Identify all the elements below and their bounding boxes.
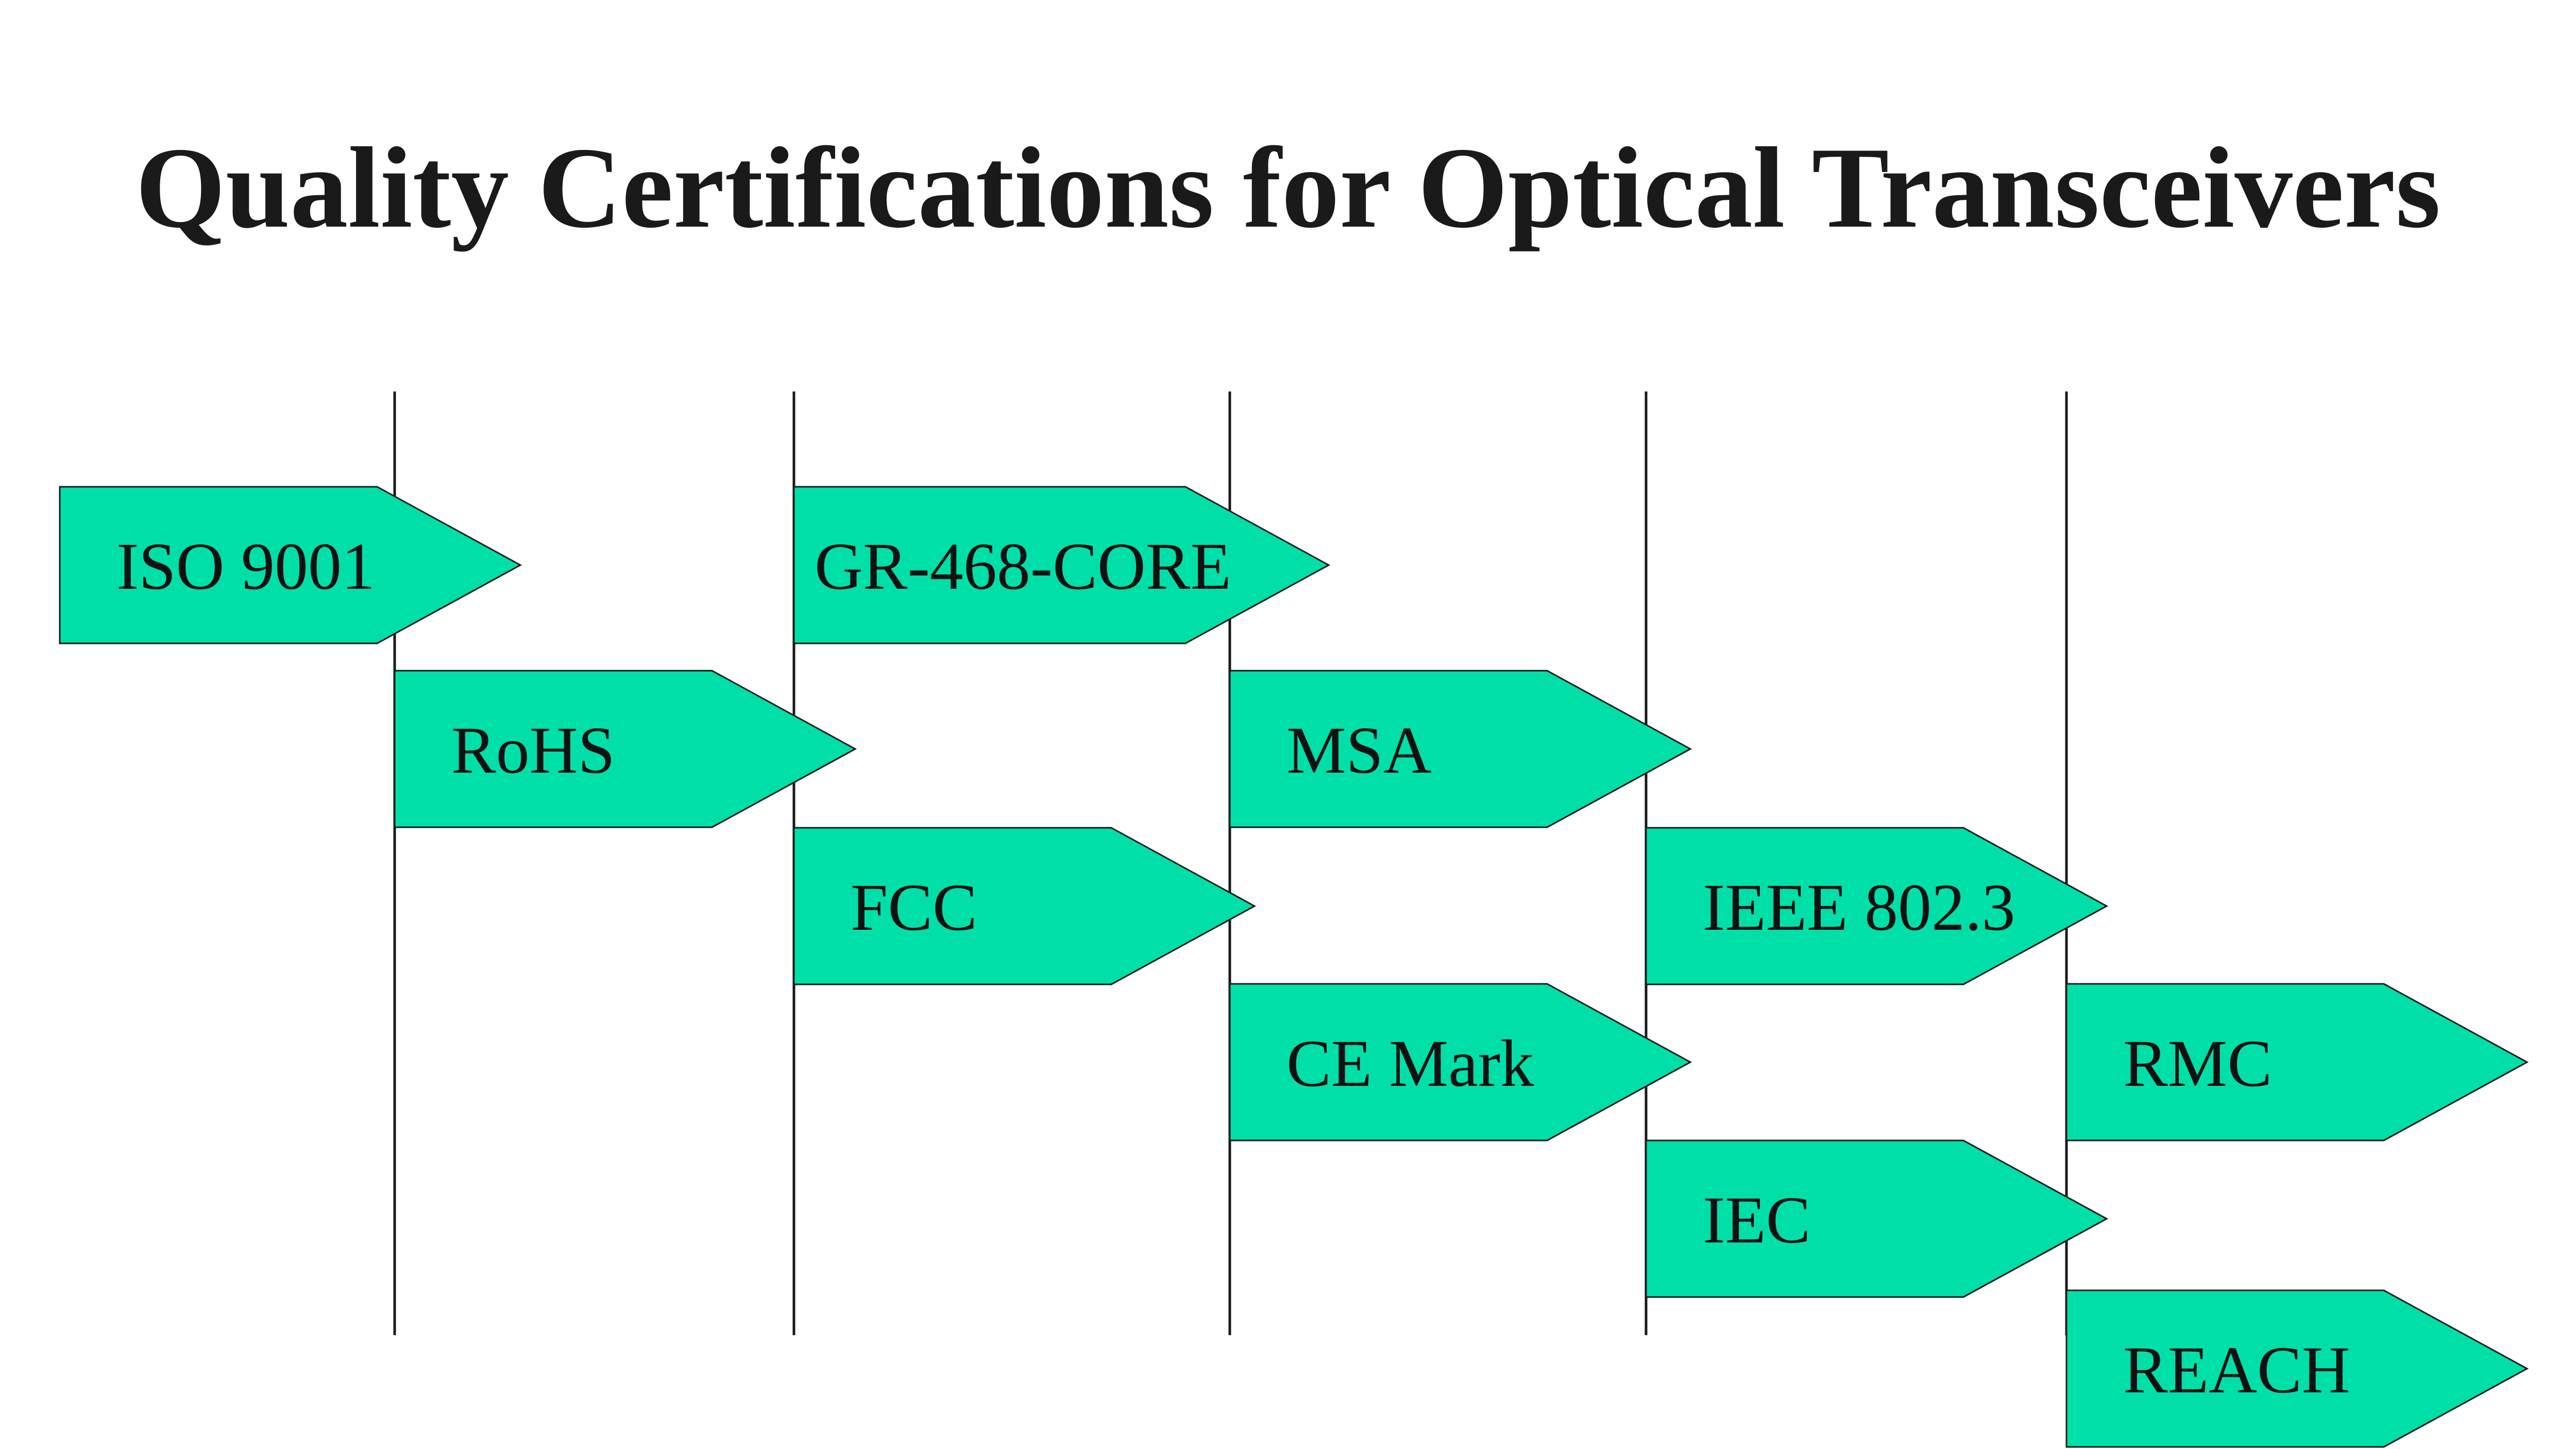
certification-arrow: RMC — [2065, 983, 2529, 1141]
arrow-shape — [59, 486, 522, 644]
arrow-shape — [2065, 1289, 2529, 1448]
arrow-shape — [793, 486, 1331, 644]
certification-arrow: REACH — [2065, 1289, 2529, 1448]
certification-label: CE Mark — [1286, 1027, 1534, 1101]
certification-arrow: MSA — [1229, 670, 1692, 828]
certification-label: RoHS — [451, 713, 615, 788]
arrow-shape — [2065, 983, 2529, 1141]
certification-arrow: RoHS — [394, 670, 857, 828]
certification-arrow: CE Mark — [1229, 983, 1692, 1141]
certification-arrow: IEEE 802.3 — [1645, 827, 2109, 985]
certification-label: FCC — [851, 871, 977, 945]
certification-arrow: GR-468-CORE — [793, 486, 1331, 644]
certification-label: MSA — [1286, 713, 1432, 788]
certification-label: IEC — [1703, 1183, 1810, 1257]
certification-arrow: IEC — [1645, 1139, 2109, 1298]
certification-label: RMC — [2123, 1027, 2272, 1101]
arrow-shape — [1645, 1139, 2109, 1298]
arrow-shape — [1645, 827, 2109, 985]
arrow-shape — [1229, 983, 1692, 1141]
certification-arrow: ISO 9001 — [59, 486, 522, 644]
arrow-shape — [793, 827, 1257, 985]
arrow-shape — [394, 670, 857, 828]
diagram-title: Quality Certifications for Optical Trans… — [135, 123, 2441, 252]
certification-label: IEEE 802.3 — [1703, 871, 2015, 945]
certification-label: ISO 9001 — [116, 530, 375, 604]
certification-arrow: FCC — [793, 827, 1257, 985]
certification-label: REACH — [2123, 1333, 2350, 1407]
certification-label: GR-468-CORE — [815, 530, 1231, 604]
arrow-shape — [1229, 670, 1692, 828]
